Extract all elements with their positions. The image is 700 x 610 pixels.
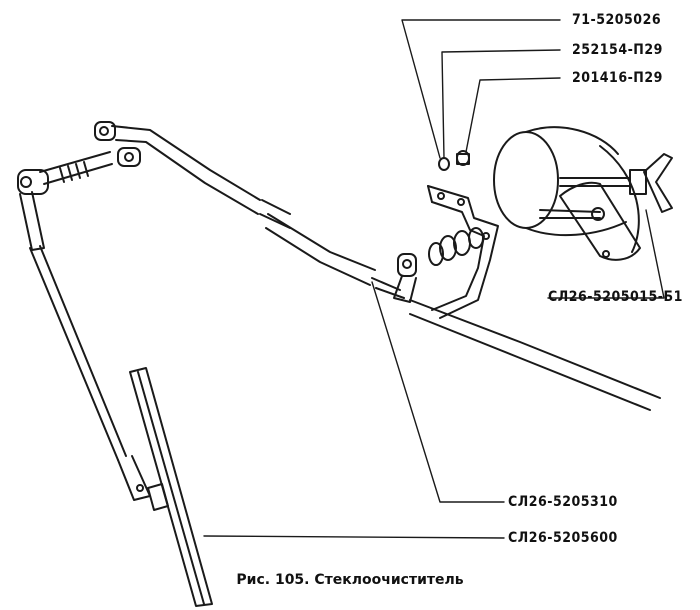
figure-caption: Рис. 105. Стеклоочиститель bbox=[236, 572, 464, 588]
label-washer: 252154-П29 bbox=[572, 42, 663, 58]
label-lever-rod: СЛ26-5205310 bbox=[508, 494, 618, 510]
wiper-motor bbox=[493, 126, 673, 261]
wiper-arm bbox=[19, 191, 151, 501]
wiper-blade bbox=[129, 367, 213, 607]
mounting-bracket bbox=[427, 185, 499, 319]
leader-lines bbox=[203, 19, 665, 539]
label-motor: СЛ26-5205015-Б1 bbox=[548, 289, 683, 305]
left-pivot-assembly bbox=[17, 121, 141, 195]
washer-stack bbox=[428, 227, 490, 266]
label-nut: 201416-П29 bbox=[572, 70, 663, 86]
linkage-rod-lower bbox=[265, 213, 661, 411]
linkage-rod-upper bbox=[111, 125, 291, 229]
label-bolt: 71-5205026 bbox=[572, 12, 662, 28]
label-blade: СЛ26-5205600 bbox=[508, 530, 618, 546]
fasteners bbox=[438, 150, 470, 171]
middle-pivot-lever bbox=[371, 253, 417, 303]
